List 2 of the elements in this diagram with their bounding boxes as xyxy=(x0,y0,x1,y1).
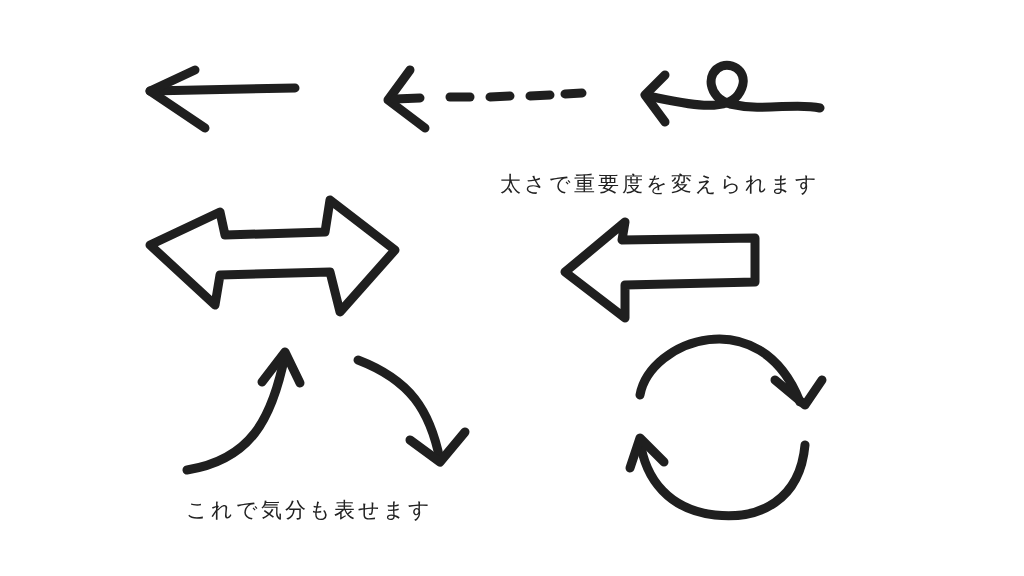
caption-text: これで気分も表せます xyxy=(186,497,433,524)
caption-text: 太さで重要度を変えられます xyxy=(500,171,820,198)
